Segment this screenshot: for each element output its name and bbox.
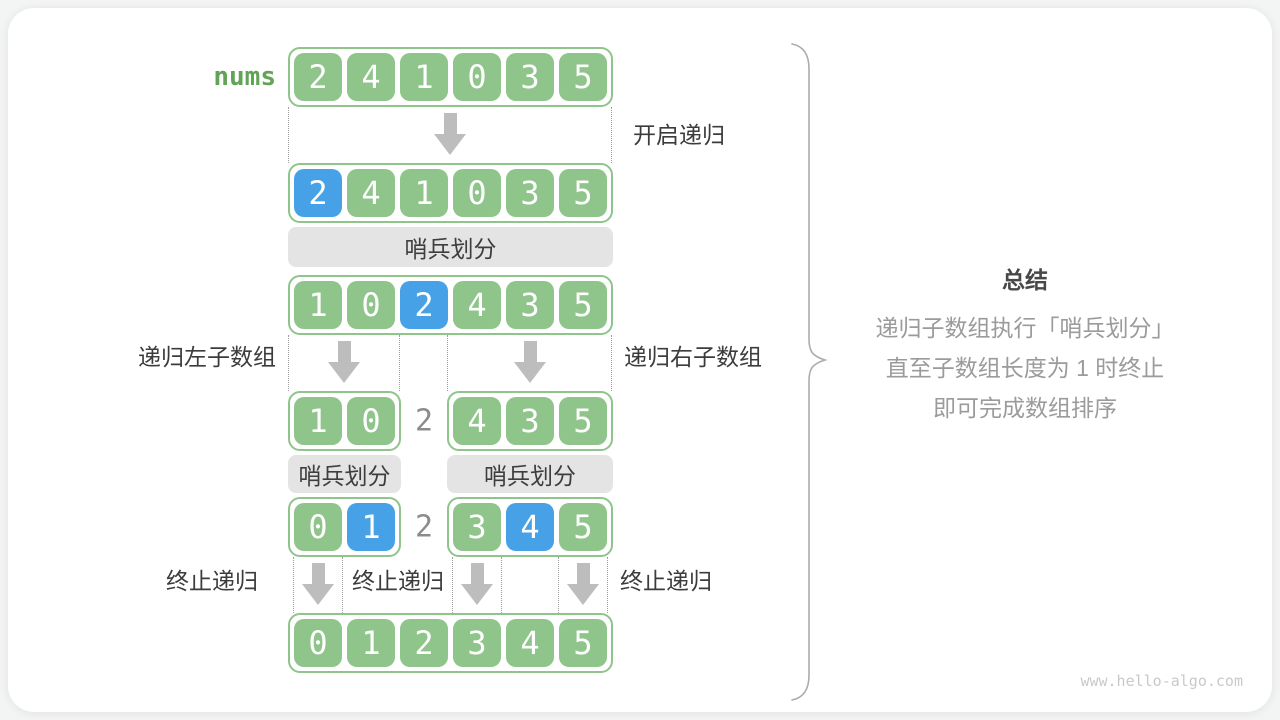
array-cell: 3 <box>506 397 554 445</box>
summary-line: 递归子数组执行「哨兵划分」 <box>875 315 1175 341</box>
array-cell: 1 <box>400 53 448 101</box>
partition-bar: 哨兵划分 <box>288 455 401 493</box>
array-cell: 5 <box>559 619 607 667</box>
watermark: www.hello-algo.com <box>1080 672 1243 690</box>
down-arrow-icon <box>461 563 493 605</box>
dotted-guide-line <box>447 335 448 391</box>
terminate-recursion-label: 终止递归 <box>620 568 712 594</box>
recurse-right-label: 递归右子数组 <box>624 344 762 370</box>
array-cell: 0 <box>453 169 501 217</box>
nums-label: nums <box>213 62 276 92</box>
array-left-sub: 1 0 <box>288 391 401 451</box>
array-cell-pivot: 2 <box>294 169 342 217</box>
array-cell-pivot: 4 <box>506 503 554 551</box>
partition-bar-label: 哨兵划分 <box>484 463 576 489</box>
down-arrow-icon <box>434 113 466 155</box>
array-cell-pivot: 2 <box>400 281 448 329</box>
array-cell: 0 <box>294 619 342 667</box>
array-left-sub-partitioned: 0 1 <box>288 497 401 557</box>
down-arrow-icon <box>328 341 360 383</box>
diagram-card <box>8 8 1272 712</box>
dotted-guide-line <box>452 557 453 613</box>
down-arrow-icon <box>514 341 546 383</box>
array-cell: 4 <box>506 619 554 667</box>
summary-line: 直至子数组长度为 1 时终止 <box>885 355 1165 381</box>
array-cell: 5 <box>559 169 607 217</box>
down-arrow-icon <box>567 563 599 605</box>
array-cell: 0 <box>294 503 342 551</box>
array-cell: 3 <box>453 503 501 551</box>
array-cell: 2 <box>400 619 448 667</box>
dotted-guide-line <box>607 557 608 613</box>
terminate-recursion-label: 终止递归 <box>352 568 444 594</box>
array-cell: 1 <box>347 619 395 667</box>
dotted-guide-line <box>611 335 612 391</box>
dotted-guide-line <box>288 107 289 163</box>
array-sorted: 0 1 2 3 4 5 <box>288 613 613 673</box>
array-cell-pivot: 1 <box>347 503 395 551</box>
array-cell: 5 <box>559 503 607 551</box>
array-partitioned: 1 0 2 4 3 5 <box>288 275 613 335</box>
array-cell: 1 <box>294 281 342 329</box>
array-cell: 3 <box>506 281 554 329</box>
array-pivot-selected: 2 4 1 0 3 5 <box>288 163 613 223</box>
pivot-value-label: 2 <box>414 403 434 439</box>
array-cell: 5 <box>559 397 607 445</box>
terminate-recursion-label: 终止递归 <box>166 568 258 594</box>
array-cell: 4 <box>453 397 501 445</box>
partition-bar: 哨兵划分 <box>288 227 613 267</box>
array-cell: 2 <box>294 53 342 101</box>
dotted-guide-line <box>558 557 559 613</box>
array-cell: 4 <box>347 53 395 101</box>
dotted-guide-line <box>342 557 343 613</box>
array-cell: 0 <box>347 397 395 445</box>
down-arrow-icon <box>302 563 334 605</box>
array-cell: 5 <box>559 53 607 101</box>
array-cell: 4 <box>453 281 501 329</box>
partition-bar-label: 哨兵划分 <box>404 236 497 262</box>
array-cell: 3 <box>506 169 554 217</box>
array-right-sub: 4 3 5 <box>447 391 613 451</box>
dotted-guide-line <box>399 335 400 391</box>
dotted-guide-line <box>611 107 612 163</box>
brace-icon <box>791 43 828 701</box>
array-initial: 2 4 1 0 3 5 <box>288 47 613 107</box>
array-cell: 1 <box>294 397 342 445</box>
array-cell: 3 <box>506 53 554 101</box>
partition-bar-label: 哨兵划分 <box>298 463 391 489</box>
array-cell: 5 <box>559 281 607 329</box>
array-cell: 4 <box>347 169 395 217</box>
recurse-left-label: 递归左子数组 <box>138 344 276 370</box>
dotted-guide-line <box>288 335 289 391</box>
summary-block: 总结 递归子数组执行「哨兵划分」 直至子数组长度为 1 时终止 即可完成数组排序 <box>835 266 1215 428</box>
pivot-value-label: 2 <box>414 509 434 545</box>
summary-line: 即可完成数组排序 <box>933 395 1117 421</box>
dotted-guide-line <box>293 557 294 613</box>
start-recursion-label: 开启递归 <box>633 122 725 148</box>
array-cell: 0 <box>453 53 501 101</box>
array-cell: 1 <box>400 169 448 217</box>
array-cell: 0 <box>347 281 395 329</box>
partition-bar: 哨兵划分 <box>447 455 613 493</box>
dotted-guide-line <box>501 557 502 613</box>
array-right-sub-partitioned: 3 4 5 <box>447 497 613 557</box>
summary-title: 总结 <box>1002 267 1048 293</box>
array-cell: 3 <box>453 619 501 667</box>
